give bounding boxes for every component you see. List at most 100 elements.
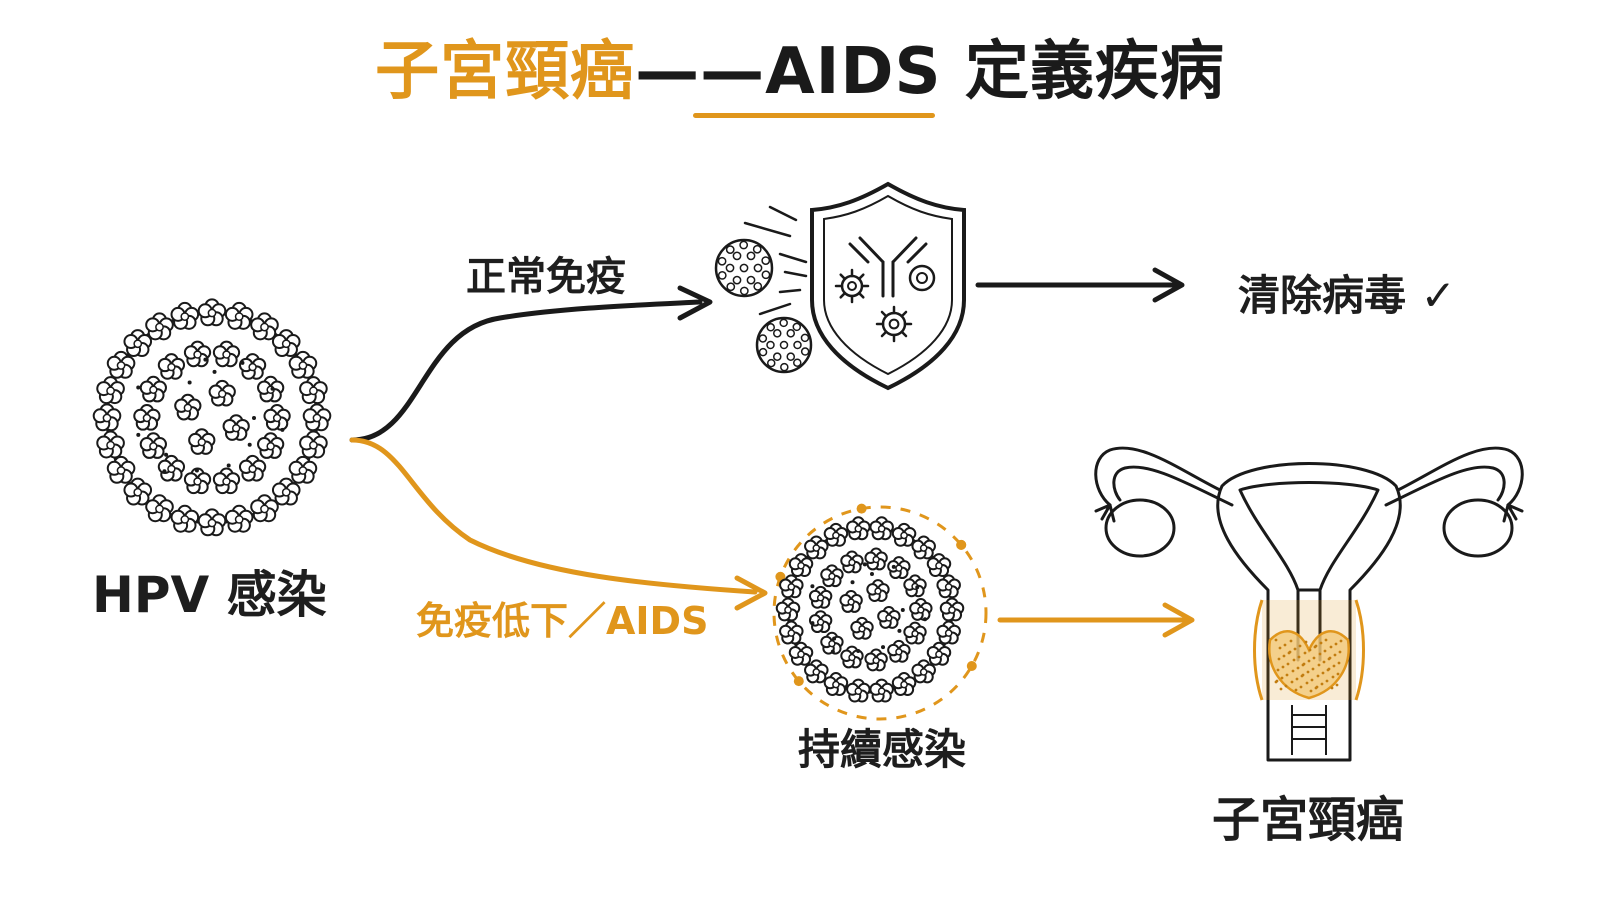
capsomere (823, 672, 849, 696)
capsomere (288, 350, 318, 379)
capsomere (909, 598, 933, 621)
capsomere (936, 574, 961, 599)
capsomere (891, 672, 917, 696)
hpv-virus-icon (92, 298, 332, 537)
capsomere (775, 597, 801, 622)
capsomere (208, 379, 236, 407)
capsomere (299, 376, 328, 405)
normal-immunity-arrowhead (677, 285, 713, 321)
capsomere (846, 516, 871, 541)
capsomere (887, 639, 911, 663)
impact-lines (743, 205, 808, 316)
label-clear-virus: 清除病毒 ✓ (1238, 271, 1456, 320)
capsomere (936, 620, 961, 645)
label-low-immunity: 免疫低下／AIDS (416, 599, 709, 643)
low-immunity-arrowhead (734, 575, 768, 611)
capsomere (106, 350, 136, 379)
capsomere (926, 553, 952, 578)
capsomere (238, 454, 267, 482)
label-normal-immunity: 正常免疫 (466, 254, 626, 300)
capsomere (123, 477, 153, 506)
capsomere (288, 455, 318, 484)
capsomere (106, 455, 136, 484)
capsomere (197, 298, 227, 327)
vaginal-canal (1291, 705, 1327, 755)
capsomere (866, 579, 890, 602)
capsomere (96, 430, 125, 459)
page-title: 子宮頸癌——AIDS 定義疾病 (0, 20, 1600, 112)
capsomere (92, 403, 122, 432)
capsomere (238, 353, 267, 380)
capsomere (250, 494, 279, 523)
capsomere (157, 454, 186, 482)
capsomere (96, 376, 125, 405)
label-persistent-infection: 持續感染 (798, 725, 967, 774)
capsomere (212, 340, 241, 368)
capsomere (779, 574, 804, 599)
capsomere (869, 516, 894, 541)
capsomere (804, 659, 829, 684)
title-part-aids: AIDS 定義疾病 (765, 35, 1225, 109)
capsomere (839, 590, 863, 613)
capsomere (864, 547, 888, 571)
capsomere (939, 597, 965, 622)
lesion-dots (1274, 638, 1343, 693)
label-hpv-infection: HPV 感染 (92, 566, 327, 624)
title-dash: —— (635, 35, 766, 109)
capsomere (212, 467, 241, 495)
capsomere (820, 564, 844, 588)
capsomere (840, 645, 864, 669)
capsomere (174, 393, 202, 421)
capsomere (788, 641, 814, 666)
capsomere (788, 553, 814, 578)
capsomere (302, 403, 332, 432)
capsomere (911, 535, 936, 560)
capsomere (257, 375, 285, 403)
capsomere (197, 508, 227, 537)
capsomere (779, 620, 804, 645)
capsomere (271, 329, 301, 358)
capsomere (850, 616, 874, 640)
capsomere (224, 504, 254, 533)
capsomere (170, 301, 200, 330)
capsomere (222, 414, 250, 441)
capsomere (911, 659, 936, 684)
capsomere (869, 678, 894, 703)
capsomere (877, 606, 901, 629)
label-cervical-cancer: 子宮頸癌 (1212, 792, 1405, 848)
capsomere (170, 504, 200, 533)
capsomere (891, 522, 917, 547)
capsomere (864, 648, 888, 672)
low-immunity-curve (349, 437, 758, 595)
cervical-lesion (1268, 630, 1350, 700)
capsomere (157, 353, 186, 380)
capsomere (257, 432, 285, 459)
capsomere (188, 428, 216, 455)
capsomere (145, 494, 174, 523)
capsomere (139, 432, 167, 459)
capsomere (133, 404, 161, 431)
capsomere (887, 556, 911, 580)
small-virus-icon (714, 238, 774, 298)
normal-immunity-curve (349, 299, 703, 443)
capsomere (926, 641, 952, 666)
capsomere (840, 550, 864, 574)
antibody-icon (848, 236, 928, 298)
cancer-arrowhead (1162, 602, 1195, 638)
capsomere (903, 621, 927, 645)
title-part-cervical-cancer: 子宮頸癌 (375, 35, 636, 109)
cervix-outline (1253, 599, 1365, 701)
germ-icons (834, 264, 936, 343)
shield-icon (810, 181, 966, 391)
persistence-dots (775, 503, 977, 687)
capsomere (271, 477, 301, 506)
capsomere (183, 467, 212, 495)
clear-arrowhead (1152, 267, 1185, 303)
capsomere (846, 678, 871, 703)
capsomere (139, 375, 167, 403)
capsomere (224, 301, 254, 330)
small-virus-icon (755, 316, 813, 374)
capsomere (823, 522, 849, 547)
persistence-ring (772, 505, 988, 721)
